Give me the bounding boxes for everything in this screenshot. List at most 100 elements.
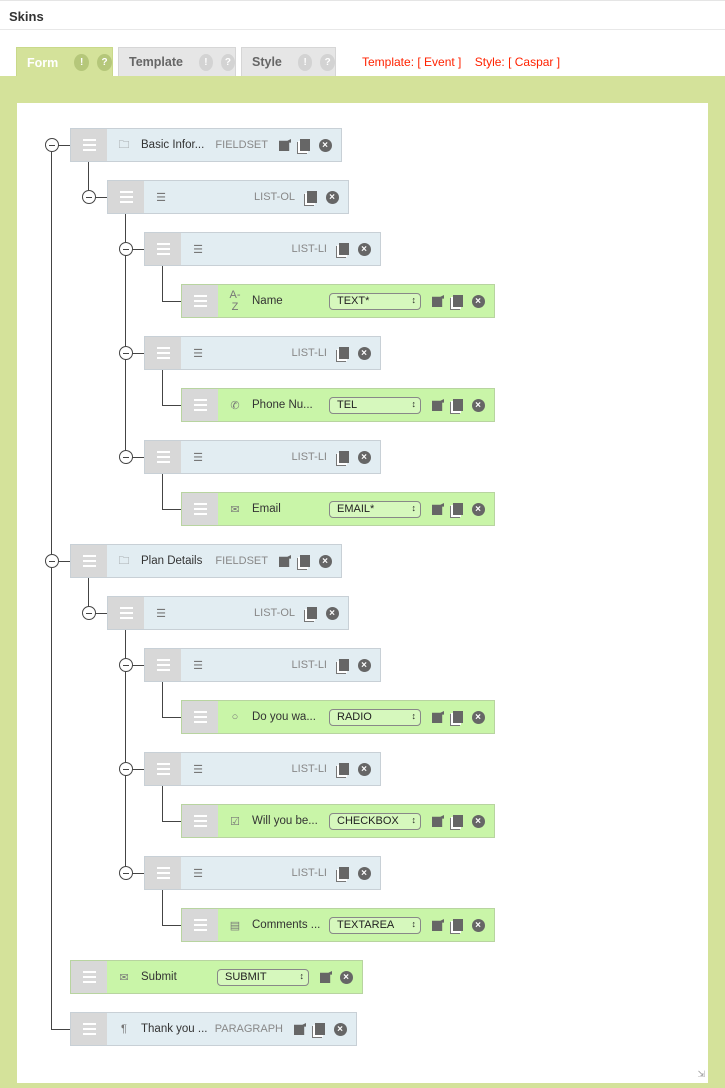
structure-row: ☰LIST-LI× (144, 336, 381, 370)
copy-button[interactable] (451, 294, 465, 308)
edit-button[interactable] (431, 710, 445, 724)
delete-button[interactable]: × (339, 970, 353, 984)
collapse-toggle[interactable] (45, 554, 59, 568)
help-badge[interactable]: ? (320, 53, 335, 71)
collapse-toggle[interactable] (45, 138, 59, 152)
field-type-select[interactable]: RADIO (329, 708, 421, 726)
checkbox-icon: ☑ (230, 815, 240, 828)
delete-button[interactable]: × (357, 762, 371, 776)
delete-button[interactable]: × (333, 1022, 347, 1036)
delete-button[interactable]: × (471, 814, 485, 828)
delete-button[interactable]: × (357, 450, 371, 464)
drag-handle[interactable] (145, 337, 181, 369)
copy-button[interactable] (305, 190, 319, 204)
drag-handle[interactable] (145, 649, 181, 681)
field-type-select[interactable]: TEL (329, 396, 421, 414)
copy-button[interactable] (451, 502, 465, 516)
copy-button[interactable] (313, 1022, 327, 1036)
copy-button[interactable] (337, 762, 351, 776)
field-type-select[interactable]: SUBMIT (217, 968, 309, 986)
delete-button[interactable]: × (471, 398, 485, 412)
row-label: Phone Nu... (252, 399, 313, 411)
edit-button[interactable] (278, 554, 292, 568)
edit-button[interactable] (431, 398, 445, 412)
delete-button[interactable]: × (471, 294, 485, 308)
delete-button[interactable]: × (357, 658, 371, 672)
tab-style[interactable]: Style ! ? (241, 47, 336, 77)
copy-button[interactable] (337, 242, 351, 256)
drag-handle[interactable] (71, 129, 107, 161)
tab-form[interactable]: Form ! ? (16, 47, 113, 77)
a-z-icon: A-Z (229, 289, 241, 313)
copy-button[interactable] (337, 658, 351, 672)
delete-button[interactable]: × (471, 918, 485, 932)
delete-button[interactable]: × (471, 502, 485, 516)
collapse-toggle[interactable] (119, 450, 133, 464)
tree-connector-line (132, 769, 144, 770)
collapse-toggle[interactable] (119, 658, 133, 672)
drag-handle[interactable] (145, 233, 181, 265)
collapse-toggle[interactable] (82, 606, 96, 620)
delete-button[interactable]: × (325, 190, 339, 204)
copy-button[interactable] (337, 346, 351, 360)
collapse-toggle[interactable] (119, 866, 133, 880)
delete-button[interactable]: × (357, 866, 371, 880)
copy-button[interactable] (451, 398, 465, 412)
copy-button[interactable] (298, 138, 312, 152)
alert-badge[interactable]: ! (198, 53, 213, 71)
drag-handle[interactable] (182, 805, 218, 837)
help-badge[interactable]: ? (220, 53, 235, 71)
collapse-toggle[interactable] (119, 346, 133, 360)
edit-button[interactable] (431, 502, 445, 516)
copy-button[interactable] (298, 554, 312, 568)
copy-button[interactable] (337, 866, 351, 880)
edit-button[interactable] (319, 970, 333, 984)
alert-badge[interactable]: ! (74, 54, 90, 71)
page-header: Skins (0, 0, 725, 30)
field-type-select[interactable]: TEXT* (329, 292, 421, 310)
drag-handle[interactable] (182, 285, 218, 317)
field-type-select[interactable]: CHECKBOX (329, 812, 421, 830)
copy-button[interactable] (451, 710, 465, 724)
drag-handle[interactable] (71, 961, 107, 993)
delete-button[interactable]: × (357, 242, 371, 256)
copy-button[interactable] (451, 814, 465, 828)
resize-handle-icon[interactable]: ⇲ (697, 1069, 705, 1079)
drag-handle[interactable] (182, 909, 218, 941)
field-type-select[interactable]: TEXTAREA (329, 916, 421, 934)
drag-handle[interactable] (182, 493, 218, 525)
collapse-toggle[interactable] (119, 242, 133, 256)
edit-button[interactable] (278, 138, 292, 152)
delete-button[interactable]: × (318, 554, 332, 568)
delete-button[interactable]: × (471, 710, 485, 724)
edit-button[interactable] (431, 814, 445, 828)
drag-handle[interactable] (145, 753, 181, 785)
drag-handle[interactable] (182, 701, 218, 733)
field-type-select[interactable]: EMAIL* (329, 500, 421, 518)
copy-button[interactable] (451, 918, 465, 932)
help-badge[interactable]: ? (97, 54, 112, 71)
tab-template[interactable]: Template ! ? (118, 47, 236, 77)
close-circle-icon: × (318, 554, 332, 568)
copy-button[interactable] (305, 606, 319, 620)
drag-handle[interactable] (71, 1013, 107, 1045)
unordered-list-icon: ☰ (193, 347, 203, 360)
delete-button[interactable]: × (318, 138, 332, 152)
drag-handle[interactable] (71, 545, 107, 577)
alert-badge[interactable]: ! (297, 53, 313, 71)
delete-button[interactable]: × (357, 346, 371, 360)
edit-button[interactable] (293, 1022, 307, 1036)
copy-button[interactable] (337, 450, 351, 464)
delete-button[interactable]: × (325, 606, 339, 620)
drag-handle[interactable] (108, 597, 144, 629)
collapse-toggle[interactable] (82, 190, 96, 204)
edit-button[interactable] (431, 918, 445, 932)
drag-handle[interactable] (108, 181, 144, 213)
drag-handle[interactable] (145, 441, 181, 473)
drag-handle[interactable] (145, 857, 181, 889)
drag-handle[interactable] (182, 389, 218, 421)
close-circle-icon: × (471, 814, 485, 828)
collapse-toggle[interactable] (119, 762, 133, 776)
edit-button[interactable] (431, 294, 445, 308)
